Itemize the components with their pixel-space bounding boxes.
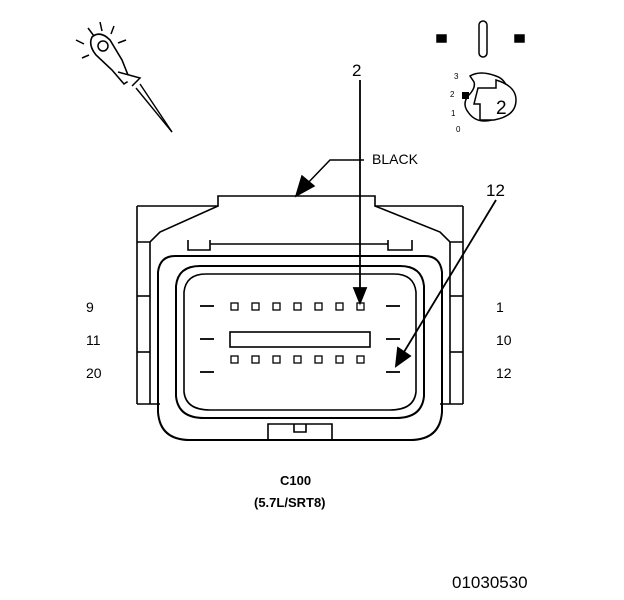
terminal-cavities	[230, 302, 365, 364]
key-scale-1: 1	[451, 109, 456, 118]
pin-label-10: 10	[496, 332, 512, 348]
connector-name: C100	[280, 473, 312, 488]
cavity-12-arrow	[394, 199, 497, 368]
pin-label-9: 9	[86, 299, 94, 315]
key-size: 2	[496, 98, 507, 119]
key-scale-2: 2	[450, 90, 455, 99]
pin-label-20: 20	[86, 365, 102, 381]
pin-label-11: 11	[86, 332, 101, 348]
terminal-key-icon	[436, 20, 525, 122]
color-callout: BLACK	[372, 151, 418, 167]
color-callout-arrow	[294, 159, 364, 198]
key-scale-3: 3	[454, 72, 459, 81]
cavity-callout-2: 2	[352, 61, 362, 80]
figure-id: 01030530	[452, 573, 528, 592]
key-scale-0: 0	[456, 125, 461, 134]
connector-variant: (5.7L/SRT8)	[254, 495, 326, 510]
probe-tool-icon	[75, 21, 173, 133]
pin-label-1: 1	[496, 299, 504, 315]
cavity-callout-12: 12	[486, 181, 505, 200]
connector-body	[136, 195, 464, 441]
pin-label-12: 12	[496, 365, 512, 381]
cavity-2-arrow	[352, 80, 368, 306]
